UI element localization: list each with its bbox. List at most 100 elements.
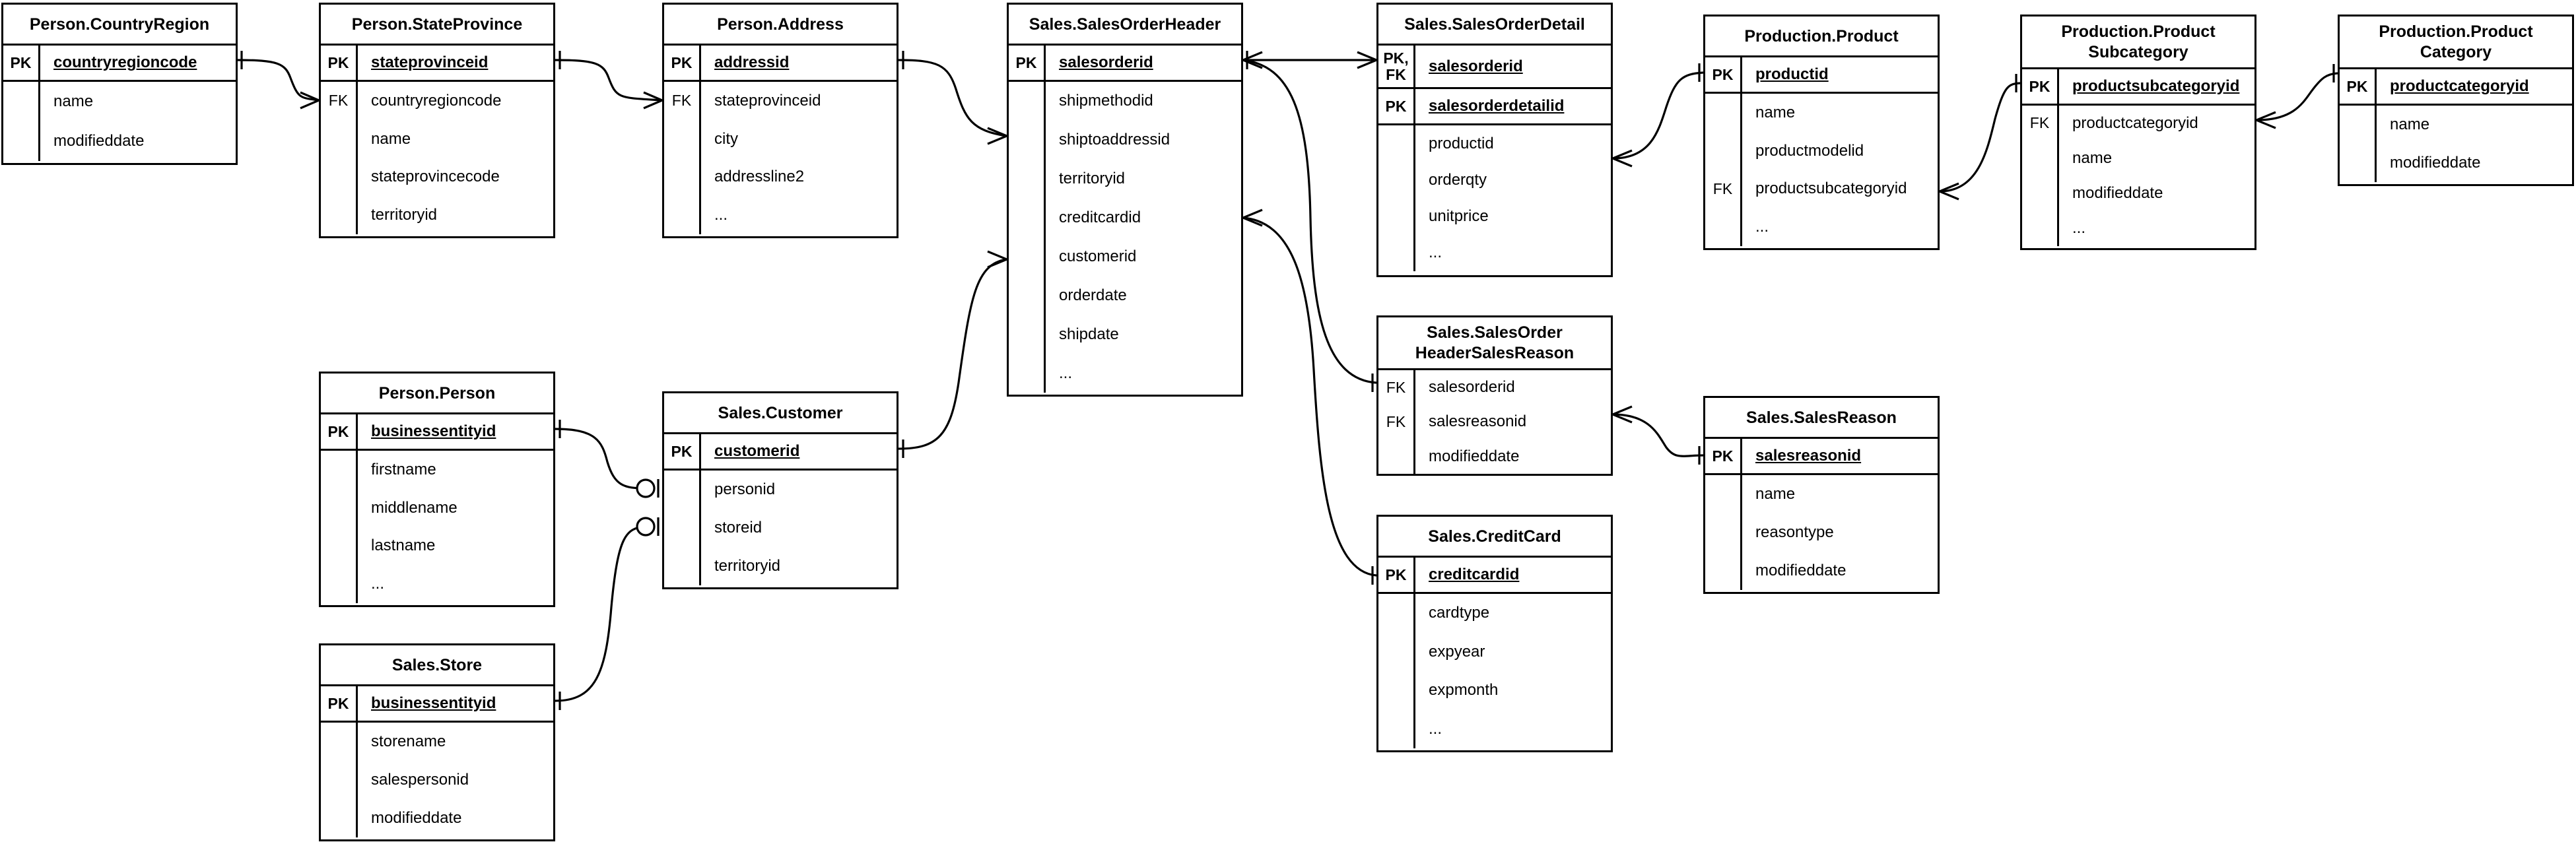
attribute-name: name xyxy=(2072,148,2113,167)
attribute-name: modifieddate xyxy=(2390,154,2481,172)
attribute-key-badge xyxy=(1009,121,1044,160)
attribute-key-badge xyxy=(2022,176,2057,211)
attribute-key-column xyxy=(1378,125,1415,271)
attribute-key-badge xyxy=(664,158,699,197)
key-badge: PK xyxy=(1705,57,1742,92)
edge-person-customer xyxy=(555,420,660,498)
attribute-key-badge xyxy=(1378,710,1413,749)
attribute-key-badge xyxy=(664,471,699,509)
attribute-key-badge xyxy=(321,196,356,234)
attribute-key-column xyxy=(1378,594,1415,748)
key-badge: PK xyxy=(664,46,701,80)
entity-title: Person.Person xyxy=(321,374,553,414)
attribute-name: shiptoaddressid xyxy=(1059,131,1170,149)
attribute-key-column xyxy=(3,82,40,161)
attribute-key-badge xyxy=(1009,315,1044,354)
key-badge: PK xyxy=(321,46,358,80)
attribute-name: territoryid xyxy=(1059,170,1126,188)
attribute-key-badge xyxy=(321,158,356,197)
attribute-key-badge xyxy=(321,761,356,799)
attribute-name: ... xyxy=(1755,218,1769,236)
attribute-key-badge xyxy=(1705,513,1740,552)
attribute-name: territoryid xyxy=(371,206,438,224)
attribute-key-badge xyxy=(1378,235,1413,271)
attribute-name: personid xyxy=(714,480,776,498)
key-badge: PK xyxy=(1378,89,1415,123)
key-badge: PK xyxy=(664,434,701,469)
attribute-name: reasontype xyxy=(1755,523,1834,541)
key-badge: PK xyxy=(321,686,358,721)
attribute-key-badge xyxy=(3,82,38,121)
attribute-key-badge xyxy=(664,120,699,158)
attribute-name: modifieddate xyxy=(1755,562,1847,579)
attribute-name: salesorderid xyxy=(1429,378,1515,397)
attribute-key-badge xyxy=(664,196,699,234)
attribute-name: productmodelid xyxy=(1755,141,1864,160)
key-badge: PK xyxy=(2340,69,2377,104)
attribute-key-badge xyxy=(1009,82,1044,121)
attribute-key-badge xyxy=(664,509,699,547)
attribute-key-badge xyxy=(1009,199,1044,238)
attribute-name: firstname xyxy=(371,460,436,478)
attribute-key-column: FK xyxy=(1705,94,1742,246)
attribute-name: stateprovinceid xyxy=(371,53,489,71)
attribute-name: creditcardid xyxy=(1059,209,1141,227)
attribute-name: name xyxy=(1755,103,1796,121)
entity-title: Sales.SalesOrderDetail xyxy=(1378,5,1611,46)
attribute-name: ... xyxy=(714,206,728,224)
attribute-name: salesorderid xyxy=(1059,53,1153,71)
attribute-name: addressid xyxy=(714,53,790,71)
key-badge: PK xyxy=(3,46,40,80)
attribute-key-badge xyxy=(321,527,356,566)
attribute-name: ... xyxy=(1429,244,1442,262)
attribute-name: name xyxy=(371,129,411,148)
attribute-key-column xyxy=(664,471,701,585)
attribute-name: salespersonid xyxy=(371,771,469,789)
attribute-name: expyear xyxy=(1429,642,1485,661)
attribute-name: name xyxy=(2390,115,2430,133)
attribute-name: addressline2 xyxy=(714,168,805,186)
attribute-key-badge: FK xyxy=(1386,378,1406,396)
attribute-name: salesorderdetailid xyxy=(1429,97,1565,115)
edge-stateprovince-address xyxy=(555,51,663,110)
attribute-key-badge xyxy=(1378,125,1413,162)
attribute-name: productsubcategoryid xyxy=(2072,77,2240,95)
attribute-name: expmonth xyxy=(1429,681,1499,700)
attribute-key-badge xyxy=(321,120,356,158)
